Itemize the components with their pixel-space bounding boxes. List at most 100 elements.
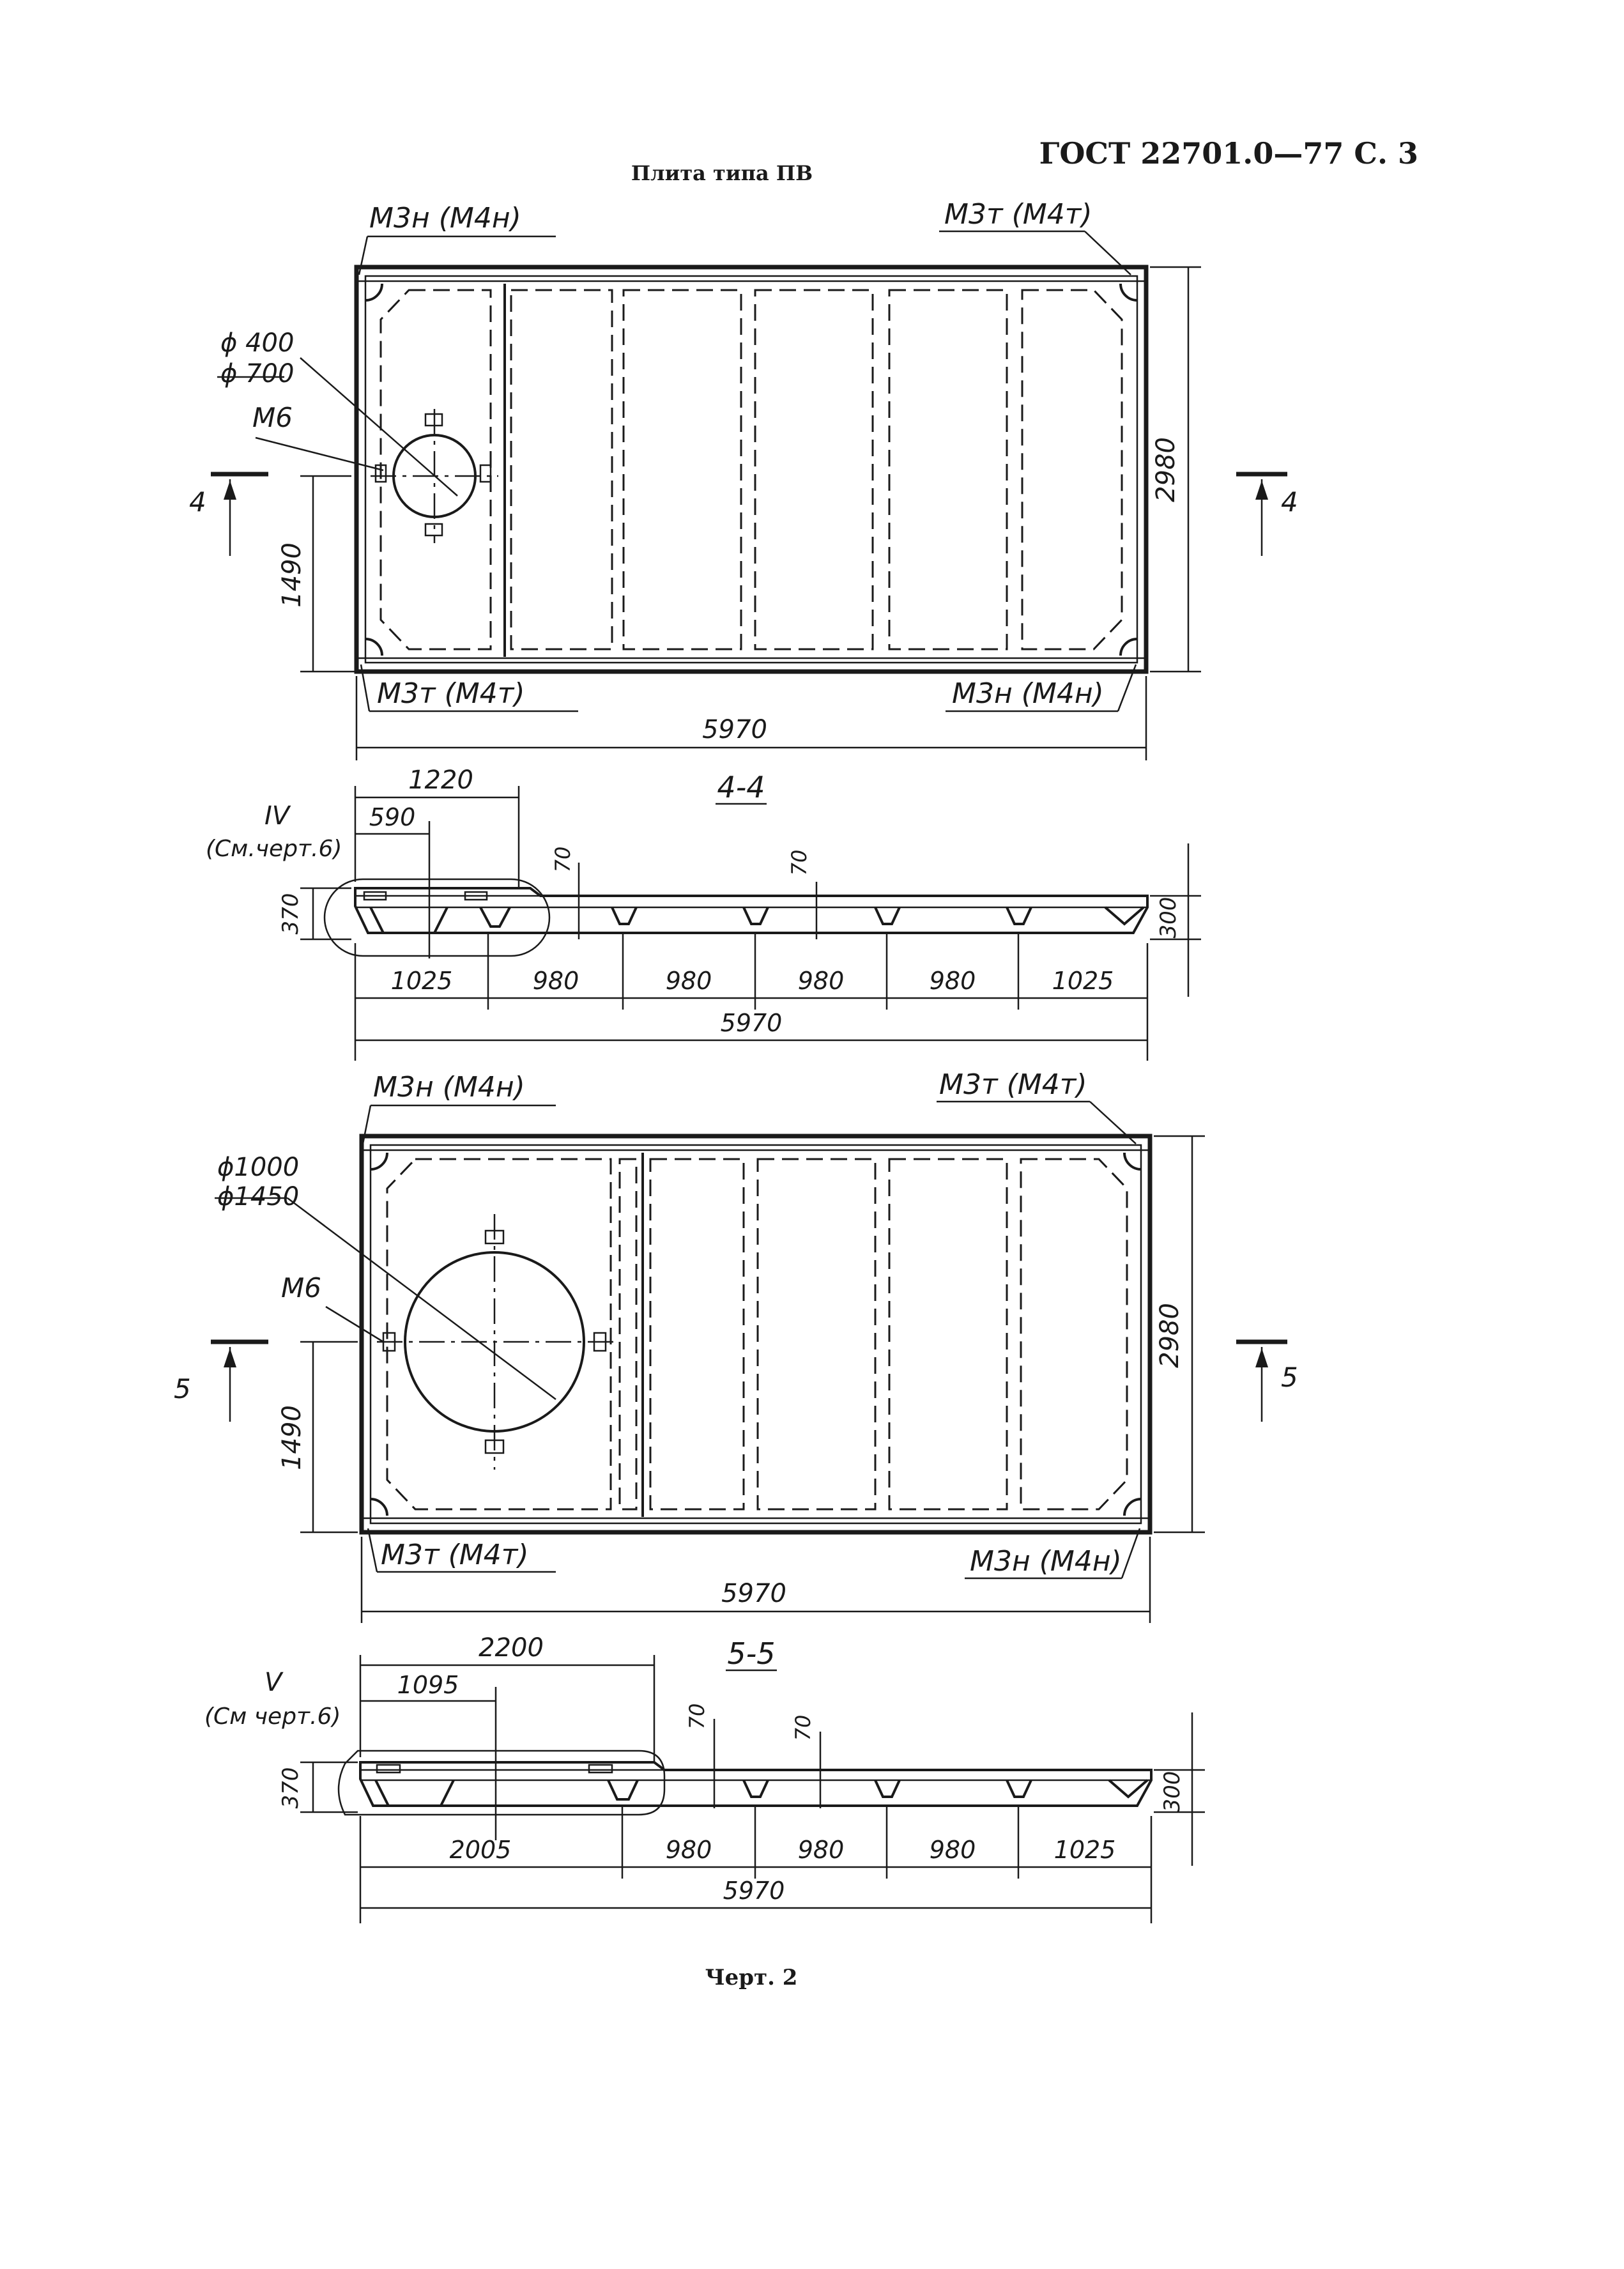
- section-1-total: 5970: [721, 1009, 783, 1037]
- section-2-total: 5970: [723, 1877, 785, 1905]
- plan-1-inner-edge: [364, 275, 1138, 664]
- plan-2-cut-right-arrowhead: [1255, 1348, 1268, 1367]
- plan-2-panel-1: [386, 1158, 612, 1511]
- plan-1-insert-right: [479, 464, 492, 483]
- plan-2-label-bl: M3т (M4т): [381, 1539, 529, 1571]
- section-1-span-3: 980: [798, 967, 845, 995]
- plan-1-br-leader: [1117, 664, 1137, 712]
- section-1-rib-6: [1006, 907, 1032, 925]
- plan-2-dim-offset: 1490: [277, 1405, 307, 1470]
- plan-2-dim-height: 2980: [1155, 1303, 1184, 1368]
- plan-2-dia-small: ϕ1000: [217, 1153, 299, 1182]
- section-2-rib-2: [607, 1780, 639, 1801]
- plan-1-panel-2: [510, 289, 613, 650]
- plan-1-dim-length: 5970: [702, 715, 767, 744]
- plan-2-br-leader: [1121, 1528, 1141, 1579]
- plan-2-dia-large: ϕ1450: [217, 1182, 299, 1211]
- section-2-node: V: [264, 1668, 284, 1697]
- section-2-span-1: 980: [666, 1836, 712, 1864]
- section-1-dim-depth: 370: [278, 893, 303, 935]
- plan-2-insert-right: [593, 1332, 607, 1352]
- plan-2-label-br: M3н (M4н): [970, 1545, 1122, 1578]
- section-1-title: 4-4: [717, 770, 765, 804]
- plan-1-dia-leader: [300, 357, 458, 496]
- plan-2-corner-tl: [370, 1152, 388, 1171]
- section-2-rib-3: [742, 1780, 769, 1798]
- standard-number: ГОСТ 22701.0—77 С. 3: [1039, 136, 1418, 171]
- plan-1: M3н (M4н) M3т (M4т) M3т (M4т) M3н (M4н) …: [189, 198, 1298, 760]
- drawing-title: Плита типа ПВ: [631, 161, 813, 185]
- plan-2-cut-right-label: 5: [1281, 1362, 1298, 1393]
- plan-1-panel-4: [754, 289, 874, 650]
- plan-1-label-tl: M3н (M4н): [369, 202, 521, 235]
- plan-1-outline: [354, 265, 1149, 674]
- plan-2-insert-label: M6: [281, 1272, 321, 1304]
- plan-1-label-br: M3н (M4н): [952, 677, 1104, 710]
- section-2-rib-4: [874, 1780, 901, 1798]
- section-2-span-3: 980: [930, 1836, 976, 1864]
- section-1-dim-b: 590: [369, 803, 416, 831]
- section-2-rib-5: [1006, 1780, 1032, 1798]
- plan-2-corner-tr: [1123, 1152, 1142, 1171]
- plan-2-insert-top: [484, 1229, 505, 1245]
- section-1-plate-2: [464, 891, 488, 901]
- plan-1-panel-5: [888, 289, 1008, 650]
- plan-2-panel-3: [756, 1158, 877, 1511]
- plan-2-corner-br: [1123, 1498, 1142, 1516]
- plan-1-bl-leader: [360, 664, 371, 712]
- section-1-rib-5: [874, 907, 901, 925]
- plan-2-bl-leader: [367, 1528, 378, 1573]
- plan-2-label-tr: M3т (M4т): [939, 1068, 1087, 1101]
- section-2-dim-rib: 70: [685, 1704, 709, 1730]
- plan-1-insert-top: [424, 413, 443, 427]
- plan-1-insert-label: M6: [252, 402, 293, 433]
- section-5-5: 5-5 2200 1095 V: [204, 1633, 1205, 1923]
- plan-2-outline: [359, 1134, 1153, 1535]
- section-1-dim-a: 1220: [408, 765, 473, 795]
- section-1-rib-3: [611, 907, 638, 925]
- section-1-node: IV: [264, 801, 291, 831]
- plan-2-cut-left-arrowhead: [224, 1348, 236, 1367]
- plan-1-panel-1: [379, 289, 492, 650]
- plan-1-corner-bl: [365, 638, 383, 656]
- section-1-span-0: 1025: [391, 967, 453, 995]
- plan-2-corner-bl: [370, 1498, 388, 1516]
- figure-caption: Черт. 2: [705, 1965, 798, 1990]
- section-2-dim-thk: 300: [1160, 1771, 1185, 1813]
- plan-2-cut-left-label: 5: [174, 1373, 191, 1404]
- plan-1-cut-right-arrowhead: [1255, 481, 1268, 500]
- plan-1-dim-offset: 1490: [277, 542, 307, 608]
- section-1-dim-rib2: 70: [787, 850, 811, 876]
- plan-1-label-bl: M3т (M4т): [377, 677, 525, 710]
- plan-1-m6-leader: [255, 436, 384, 472]
- plan-2-panel-2: [649, 1158, 745, 1511]
- section-2-rib-end: [1108, 1779, 1149, 1799]
- plan-2-insert-bottom: [484, 1439, 505, 1454]
- section-2-plate-1: [376, 1764, 401, 1774]
- section-1-span-4: 980: [930, 967, 976, 995]
- plan-1-panel-6: [1021, 289, 1123, 650]
- section-2-dim-a: 2200: [479, 1633, 544, 1663]
- plan-2-panel-4: [888, 1158, 1008, 1511]
- plan-2-tr-leader: [1089, 1101, 1137, 1144]
- plan-2-inner-edge: [369, 1144, 1142, 1525]
- section-2-title: 5-5: [727, 1636, 775, 1671]
- section-2-dim-b: 1095: [397, 1671, 459, 1699]
- section-1-span-1: 980: [533, 967, 579, 995]
- section-2-rib-1: [374, 1780, 455, 1807]
- plan-2-dia-leader: [287, 1197, 556, 1400]
- section-1-node-ref: (См.черт.6): [206, 836, 342, 862]
- plan-2-tl-leader: [362, 1105, 372, 1144]
- section-2-profile: [359, 1761, 1153, 1807]
- section-2-node-ref: (См черт.6): [204, 1704, 341, 1730]
- plan-2-rib-band: [618, 1158, 638, 1511]
- section-4-4: 4-4: [206, 765, 1201, 1061]
- section-1-node-outline: [323, 878, 551, 957]
- section-2-plate-2: [588, 1764, 613, 1774]
- plan-2-m6-leader: [325, 1305, 384, 1343]
- plan-2-dim-length: 5970: [721, 1579, 786, 1608]
- section-1-plate-1: [363, 891, 387, 901]
- plan-1-cut-left-arrowhead: [224, 481, 236, 500]
- plan-1-dim-height: 2980: [1151, 437, 1181, 502]
